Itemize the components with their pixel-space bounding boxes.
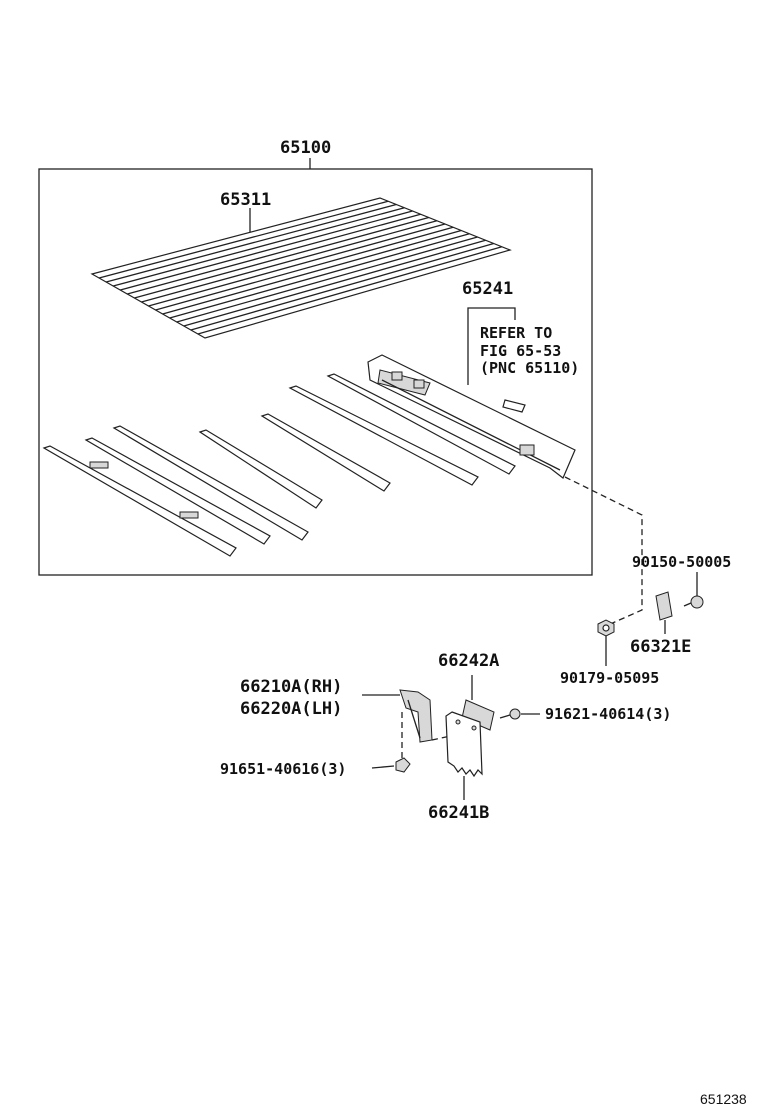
hinge-bracket: [399, 689, 433, 743]
nut-a: [597, 619, 615, 637]
label-bolt-b: 91621-40614(3): [545, 705, 671, 723]
floor-rib: [141, 220, 438, 303]
label-hinge-lh: 66220A(LH): [240, 699, 342, 719]
label-plate-a: 66242A: [438, 651, 499, 671]
plate-a: [461, 699, 495, 731]
floor-rib: [169, 233, 470, 319]
floor-rib: [127, 213, 421, 295]
bolt-b: [499, 708, 521, 720]
bolt-c: [395, 757, 411, 773]
floor-rib: [148, 223, 446, 307]
floor-rib: [190, 242, 494, 331]
bracket-e: [655, 591, 673, 621]
label-bolt-a: 90150-50005: [632, 553, 731, 571]
floor-rib: [155, 226, 454, 311]
label-nut-a: 90179-05095: [560, 669, 659, 687]
floor-rib: [134, 216, 429, 299]
floor-rib: [120, 210, 413, 291]
floor-rib: [162, 229, 462, 315]
label-refer-1: REFER TO: [480, 324, 552, 342]
floor-rib: [113, 207, 405, 287]
connection-dash: [564, 476, 643, 626]
dash-hinge-flap: [431, 734, 456, 741]
label-hinge-rh: 66210A(RH): [240, 677, 342, 697]
assembly-frame: [38, 168, 593, 576]
bolt-a: [683, 595, 704, 609]
floor-panel: [90, 197, 512, 339]
cross-members: [42, 373, 516, 557]
label-bolt-c: 91651-40616(3): [220, 760, 346, 778]
label-side-sill: 65241: [462, 279, 513, 299]
floor-rib: [183, 239, 486, 327]
label-assy: 65100: [280, 138, 331, 158]
label-floor-panel: 65311: [220, 190, 271, 210]
floor-rib: [176, 236, 478, 323]
floor-rib: [197, 246, 503, 335]
mud-flap: [445, 711, 483, 778]
label-mud-flap: 66241B: [428, 803, 489, 823]
side-sill: [367, 354, 576, 479]
leader-side-sill: [467, 307, 516, 385]
leader-bolt-c: [371, 765, 395, 769]
label-refer-3: (PNC 65110): [480, 359, 579, 377]
floor-rib: [98, 200, 389, 279]
label-refer-2: FIG 65-53: [480, 342, 561, 360]
label-bracket-e: 66321E: [630, 637, 691, 657]
floor-rib: [105, 203, 397, 283]
figure-id: 651238: [700, 1091, 747, 1107]
